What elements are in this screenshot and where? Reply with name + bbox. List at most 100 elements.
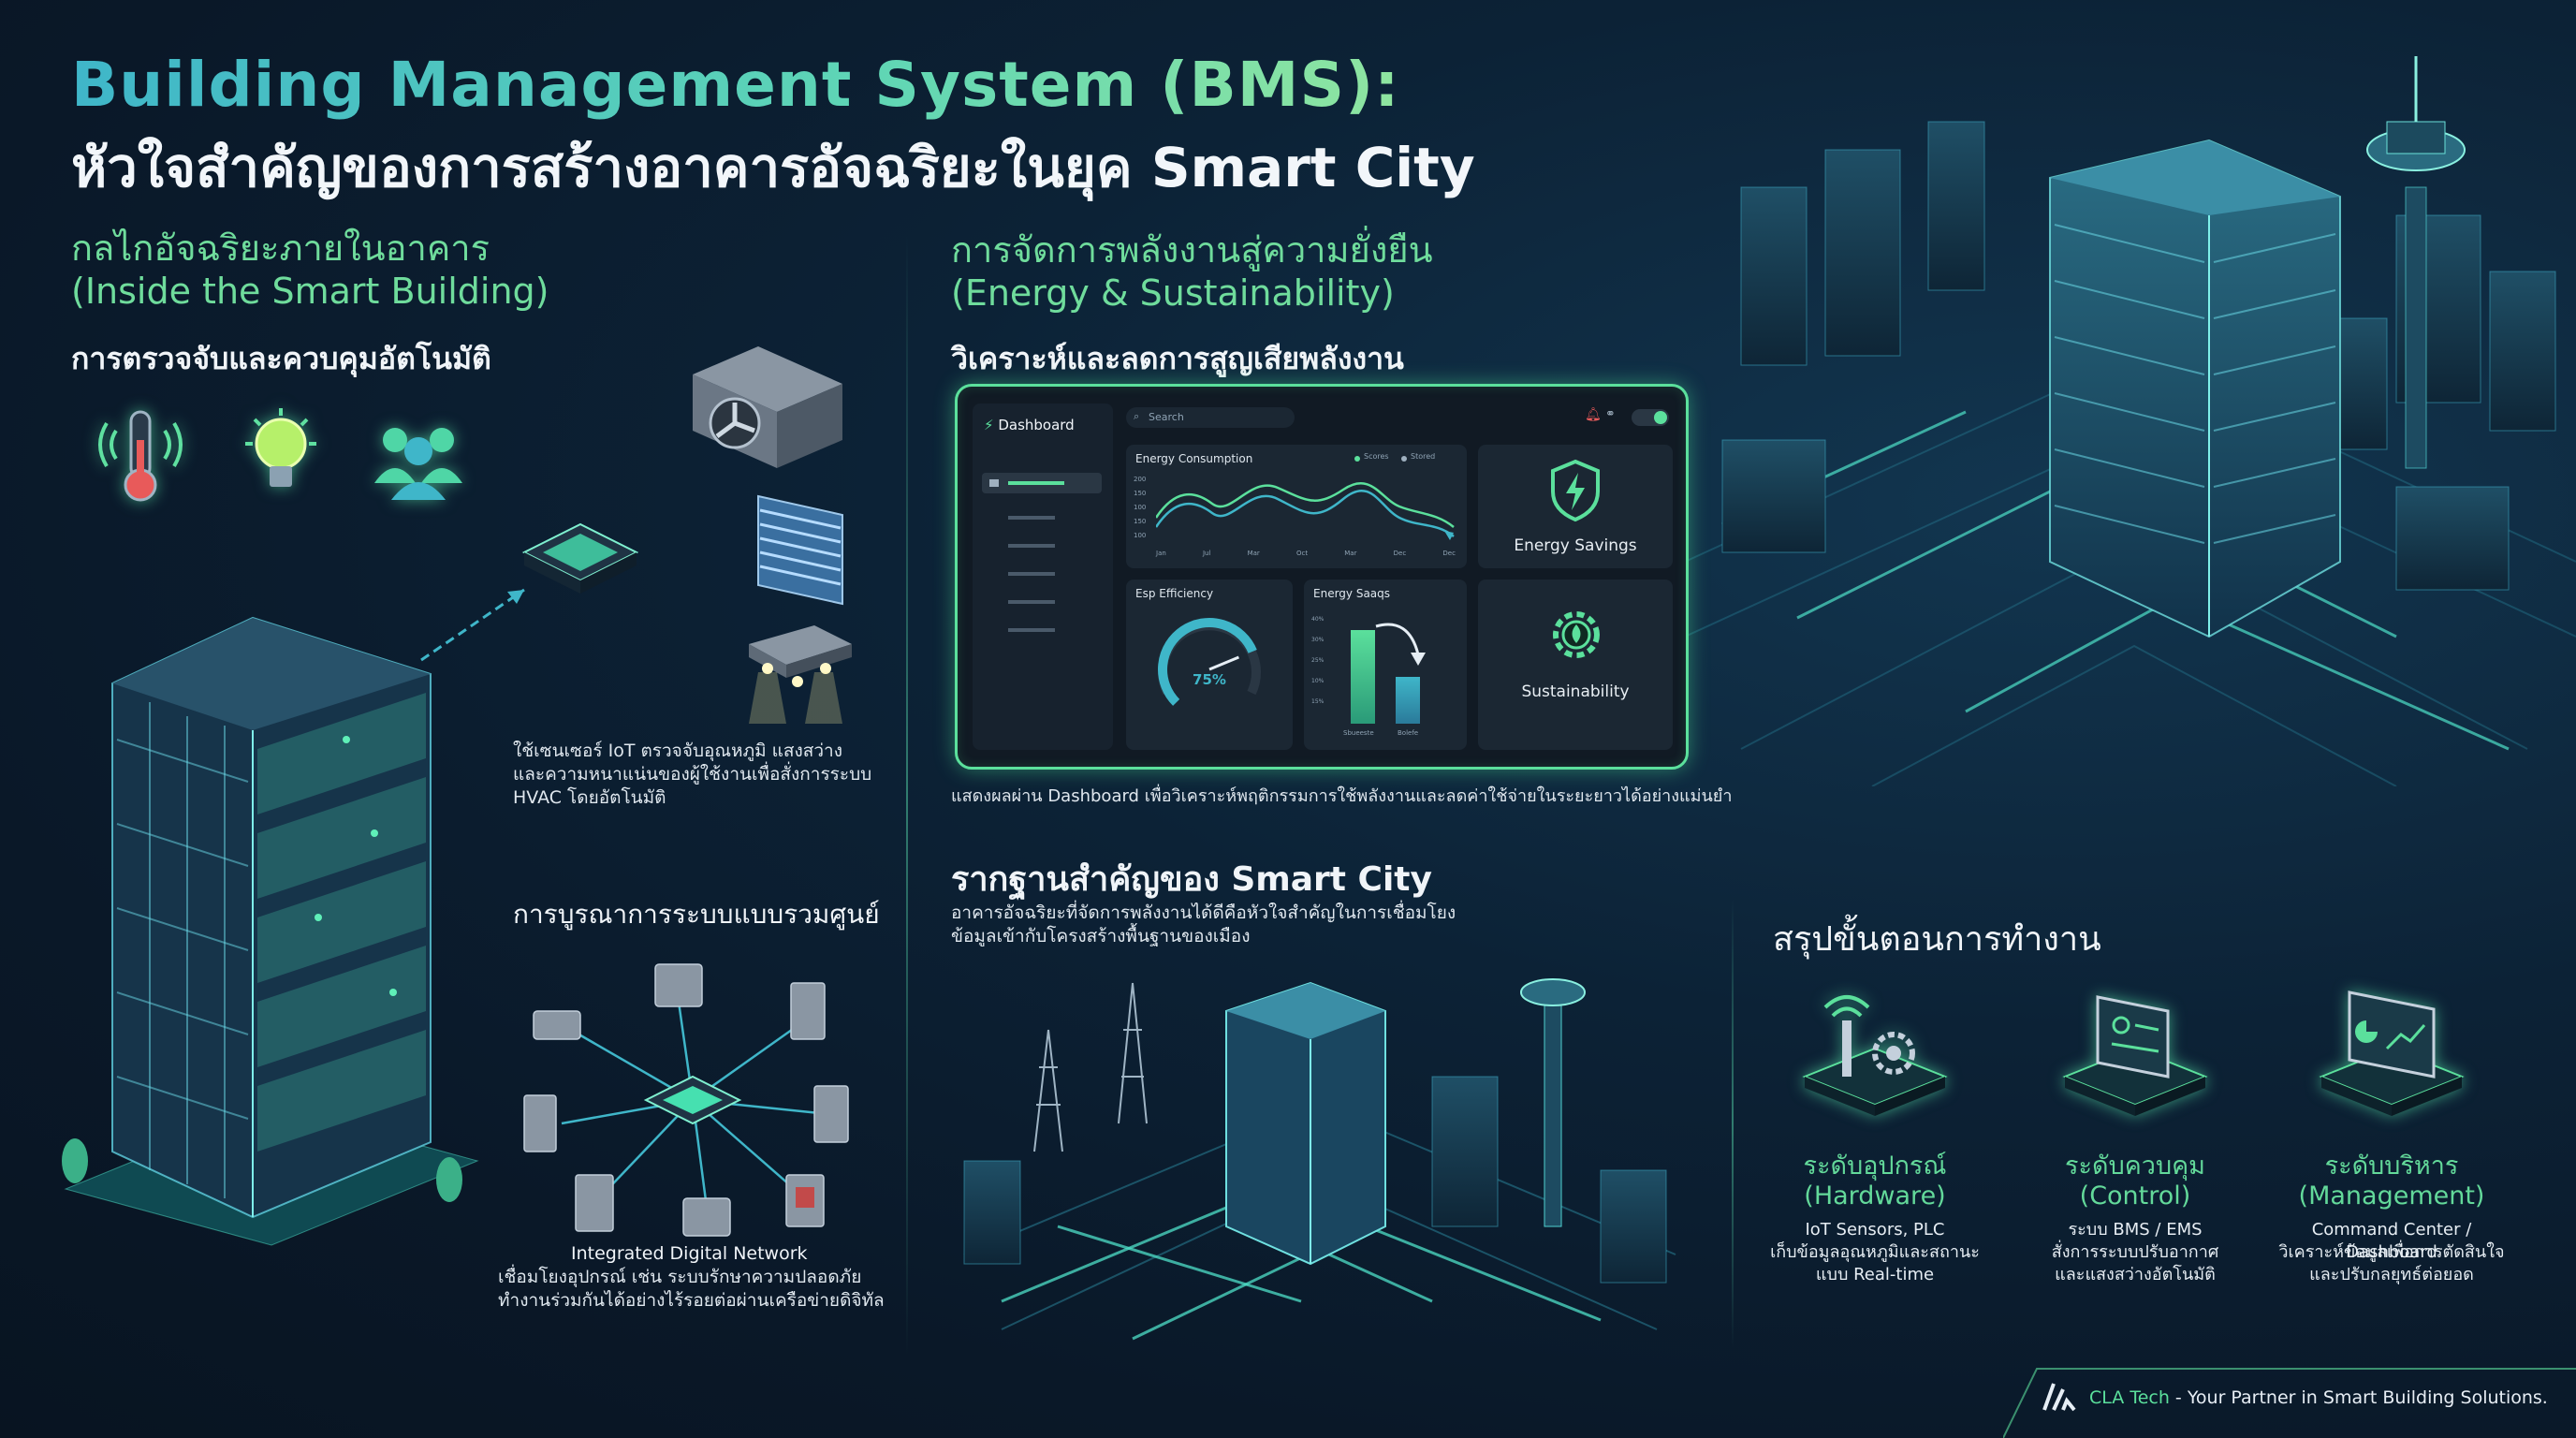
smart-city-illustration (1685, 56, 2576, 786)
summary-heading: สรุปขั้นตอนการทำงาน (1773, 920, 2101, 959)
sidebar-item-bar (1008, 544, 1055, 548)
step-hardware-desc-2: เก็บข้อมูลอุณหภูมิและสถานะ (1770, 1242, 1980, 1262)
energy-savings-panel: Energy Savings (1478, 445, 1673, 568)
sidebar-item-bar (1008, 628, 1055, 632)
ceiling-lights-icon (749, 625, 852, 724)
toggle-switch[interactable] (1632, 409, 1669, 426)
legend-dot-stored (1401, 456, 1407, 462)
step-management-title: ระดับบริหาร (2324, 1152, 2459, 1181)
saved-bar-after (1396, 677, 1420, 724)
footer-tagline: - Your Partner in Smart Building Solutio… (2169, 1387, 2548, 1408)
occupancy-people-icon (374, 428, 462, 500)
x-tick: Mar (1344, 550, 1357, 557)
sidebar-item-docs[interactable] (982, 593, 1102, 611)
window-blinds-icon (757, 494, 843, 606)
smart-building-cutaway-illustration (62, 616, 479, 1246)
hvac-fan-unit-icon (693, 346, 842, 468)
sidebar-item-bar (1008, 572, 1055, 576)
dashboard-nav-title[interactable]: ⚡ Dashboard (984, 417, 1075, 433)
y-tick: 100 (1134, 532, 1147, 539)
analysis-heading: วิเคราะห์และลดการสูญเสียพลังงาน (951, 341, 1404, 376)
integrated-network-diagram (523, 963, 849, 1237)
lightning-icon: ⚡ (984, 417, 994, 433)
middle-section-title-en: (Energy & Sustainability) (951, 272, 1395, 314)
step-hardware-desc-1: IoT Sensors, PLC (1805, 1220, 1945, 1240)
network-title: Integrated Digital Network (571, 1243, 808, 1264)
dashboard-search-input[interactable]: ⌕ Search (1126, 407, 1295, 428)
sensing-description-line2: และความหนาแน่นของผู้ใช้งานเพื่อสั่งการระ… (513, 764, 872, 785)
efficiency-panel: Esp Efficiency 75% (1126, 580, 1293, 750)
x-tick: Mar (1247, 550, 1260, 557)
foundation-description-line1: อาคารอัจฉริยะที่จัดการพลังงานได้ดีคือหัว… (951, 902, 1456, 923)
step-management-desc-1: Command Center / Dashboard (2311, 1220, 2472, 1262)
x-tick: Dec (1393, 550, 1407, 557)
search-icon: ⌕ (1134, 410, 1140, 422)
sidebar-item-users[interactable] (982, 508, 1102, 527)
legend-label-stored: Stored (1411, 452, 1436, 461)
sidebar-item-bar (1008, 481, 1064, 485)
step-hardware-desc-3: แบบ Real-time (1815, 1265, 1935, 1284)
x-axis-ticks: Jan Jul Mar Oct Mar Dec Dec (1156, 550, 1456, 557)
shield-lightning-icon (1551, 459, 1600, 522)
x-tick: Dec (1442, 550, 1456, 557)
y-tick: 40% (1311, 616, 1325, 623)
saved-bar-before (1351, 630, 1375, 724)
step-management-subtitle: (Management) (2298, 1181, 2485, 1211)
step-control-desc-1: ระบบ BMS / EMS (2068, 1220, 2203, 1240)
link-icon[interactable]: ⚭ (1605, 407, 1616, 421)
lightbulb-icon (245, 408, 316, 487)
home-icon (989, 479, 999, 487)
dashboard-caption: แสดงผลผ่าน Dashboard เพื่อวิเคราะห์พฤติก… (951, 786, 1733, 806)
dashboard-topbar: ⌕ Search 🔔︎ ⚭ (1126, 404, 1673, 435)
legend-dot-scores (1354, 456, 1360, 462)
control-panel-icon (2062, 995, 2208, 1116)
sidebar-item-home[interactable] (982, 473, 1102, 493)
notification-bell-icon[interactable]: 🔔︎ (1585, 407, 1602, 422)
page-subtitle: หัวใจสำคัญของการสร้างอาคารอัจฉริยะในยุค … (71, 136, 1475, 199)
management-dashboard-monitor-icon (2319, 990, 2465, 1116)
sidebar-item-bar (1008, 516, 1055, 520)
energy-saved-panel: Energy Saaqs 40% 30% 25% 10% 15% Sbueest… (1304, 580, 1467, 750)
saved-bar-label: Bolefe (1398, 729, 1419, 737)
column-divider-right (1732, 899, 1734, 1348)
sustainability-panel: Sustainability (1478, 580, 1673, 750)
foundation-heading: รากฐานสำคัญของ Smart City (951, 860, 1432, 899)
step-control-desc-2: สั่งการระบบปรับอากาศ (2051, 1242, 2219, 1262)
efficiency-title: Esp Efficiency (1135, 587, 1214, 600)
sidebar-item-alerts[interactable] (982, 621, 1102, 639)
energy-savings-label: Energy Savings (1514, 536, 1637, 555)
step-control-subtitle: (Control) (2079, 1181, 2191, 1211)
step-hardware-subtitle: (Hardware) (1804, 1181, 1946, 1211)
sustainability-label: Sustainability (1521, 682, 1630, 701)
sensing-description-line3: HVAC โดยอัตโนมัติ (513, 787, 666, 808)
y-tick: 100 (1134, 504, 1147, 511)
decrease-arrow-icon (1375, 623, 1426, 666)
left-section-title-th: กลไกอัจฉริยะภายในอาคาร (71, 227, 490, 269)
sidebar-item-settings[interactable] (982, 565, 1102, 583)
footer-brand: CLA Tech (2089, 1387, 2170, 1408)
page-title: Building Management System (BMS): (71, 49, 1400, 121)
x-tick: Jul (1202, 550, 1211, 557)
y-tick: 30% (1311, 637, 1325, 643)
y-axis-ticks: 200 150 100 150 100 (1134, 473, 1152, 543)
y-tick: 15% (1311, 698, 1325, 705)
efficiency-gauge (1158, 618, 1261, 706)
step-control-title: ระดับควบคุม (2065, 1152, 2205, 1181)
toggle-knob (1654, 411, 1667, 424)
middle-section-title-th: การจัดการพลังงานสู่ความยั่งยืน (951, 229, 1433, 271)
sidebar-item-reports[interactable] (982, 536, 1102, 555)
x-tick: Jan (1156, 550, 1166, 557)
cla-tech-logo (2042, 1383, 2076, 1412)
efficiency-value: 75% (1193, 671, 1226, 688)
legend-label-scores: Scores (1364, 452, 1389, 461)
y-tick: 150 (1134, 490, 1147, 497)
energy-saved-title: Energy Saaqs (1313, 587, 1391, 600)
hardware-sensor-gear-icon (1802, 995, 1948, 1116)
thermometer-icon (98, 410, 183, 502)
gear-leaf-icon (1553, 611, 1600, 658)
energy-consumption-title: Energy Consumption (1135, 452, 1253, 465)
sensing-description-line1: ใช้เซนเซอร์ IoT ตรวจจับอุณหภูมิ แสงสว่าง (513, 741, 842, 761)
dashboard-sidebar: ⚡ Dashboard (973, 404, 1113, 750)
dashboard-nav-label: Dashboard (998, 417, 1075, 433)
